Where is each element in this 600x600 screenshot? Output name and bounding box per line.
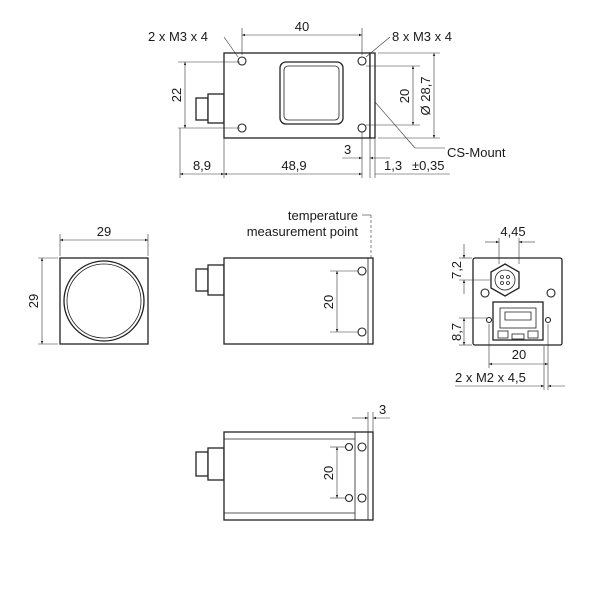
bottom-dim-3-label: 3 (379, 402, 386, 417)
cs-mount-label: CS-Mount (447, 145, 506, 160)
dim-1-3-label: 1,3 (384, 158, 402, 173)
dim-22-label: 22 (169, 88, 184, 102)
holes-left-label: 2 x M3 x 4 (148, 29, 208, 44)
dim-3-label: 3 (344, 142, 351, 157)
dim-8-9-label: 8,9 (193, 158, 211, 173)
dim-20-rear-label: 20 (512, 347, 526, 362)
side-view: 20 temperature measurement point (195, 208, 374, 345)
dim-40-label: 40 (295, 19, 309, 34)
dim-7-2-label: 7,2 (449, 261, 464, 279)
temperature-label-line2: measurement point (247, 224, 359, 239)
dim-20-label: 20 (397, 89, 412, 103)
front-view: 29 29 (26, 224, 149, 345)
top-view: 40 2 x M3 x 4 8 x M3 x 4 22 20 Ø 28,7 CS… (148, 19, 506, 178)
diameter-label: Ø 28,7 (418, 76, 433, 115)
tolerance-label: ±0,35 (412, 158, 444, 173)
front-width-label: 29 (97, 224, 111, 239)
front-height-label: 29 (26, 294, 41, 308)
holes-right-label: 8 x M3 x 4 (392, 29, 452, 44)
side-dim-20-label: 20 (321, 295, 336, 309)
dim-4-45-label: 4,45 (500, 224, 525, 239)
m2-holes-label: 2 x M2 x 4,5 (455, 370, 526, 385)
dim-48-9-label: 48,9 (281, 158, 306, 173)
temperature-label-line1: temperature (288, 208, 358, 223)
rear-view: 4,45 7,2 8,7 20 2 x M2 x 4,5 (449, 224, 565, 390)
bottom-dim-20-label: 20 (321, 466, 336, 480)
dim-8-7-label: 8,7 (449, 323, 464, 341)
bottom-view: 20 3 (195, 402, 390, 521)
